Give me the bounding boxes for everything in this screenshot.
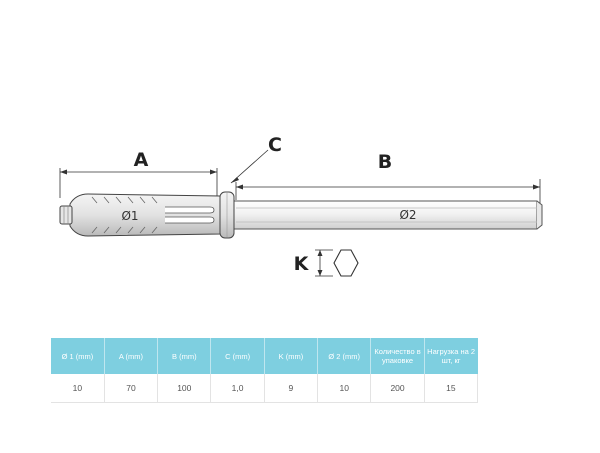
dimension-k: K [294,249,359,277]
cell-a: 70 [103,374,158,403]
dimension-b-label: B [378,151,392,173]
cell-k: 9 [263,374,318,403]
dimension-c: C [230,134,282,184]
table-row: 10 70 100 1,0 9 10 200 15 [51,374,479,403]
header-quantity: Количество в упаковке [370,338,425,374]
header-diameter-1: Ø 1 (mm) [51,338,105,374]
header-diameter-2: Ø 2 (mm) [317,338,371,374]
hexagon-icon [333,249,359,277]
anchor-technical-drawing: A B C [59,134,543,277]
anchor-collar [219,191,235,239]
header-c: C (mm) [210,338,265,374]
anchor-sleeve [69,193,221,237]
cell-c: 1,0 [210,374,265,403]
dimension-k-label: K [294,253,310,275]
anchor-rod [233,200,543,230]
dimension-a: A [59,149,218,198]
diameter-1-label: Ø1 [121,209,138,223]
cell-diameter-1: 10 [51,374,105,403]
cell-diameter-2: 10 [317,374,371,403]
header-a: A (mm) [103,338,158,374]
header-k: K (mm) [263,338,318,374]
dimension-c-label: C [268,134,282,156]
diameter-2-label: Ø2 [399,208,416,222]
header-load: Нагрузка на 2 шт, кг [423,338,478,374]
dimension-b: B [235,151,541,205]
cell-load: 15 [423,374,479,403]
spec-table: Ø 1 (mm) A (mm) B (mm) C (mm) K (mm) Ø 2… [51,338,479,403]
anchor-screw-tip [59,205,73,225]
dimension-a-label: A [134,149,149,171]
header-b: B (mm) [157,338,211,374]
cell-quantity: 200 [370,374,425,403]
spec-table-header-row: Ø 1 (mm) A (mm) B (mm) C (mm) K (mm) Ø 2… [51,338,478,374]
cell-b: 100 [157,374,211,403]
